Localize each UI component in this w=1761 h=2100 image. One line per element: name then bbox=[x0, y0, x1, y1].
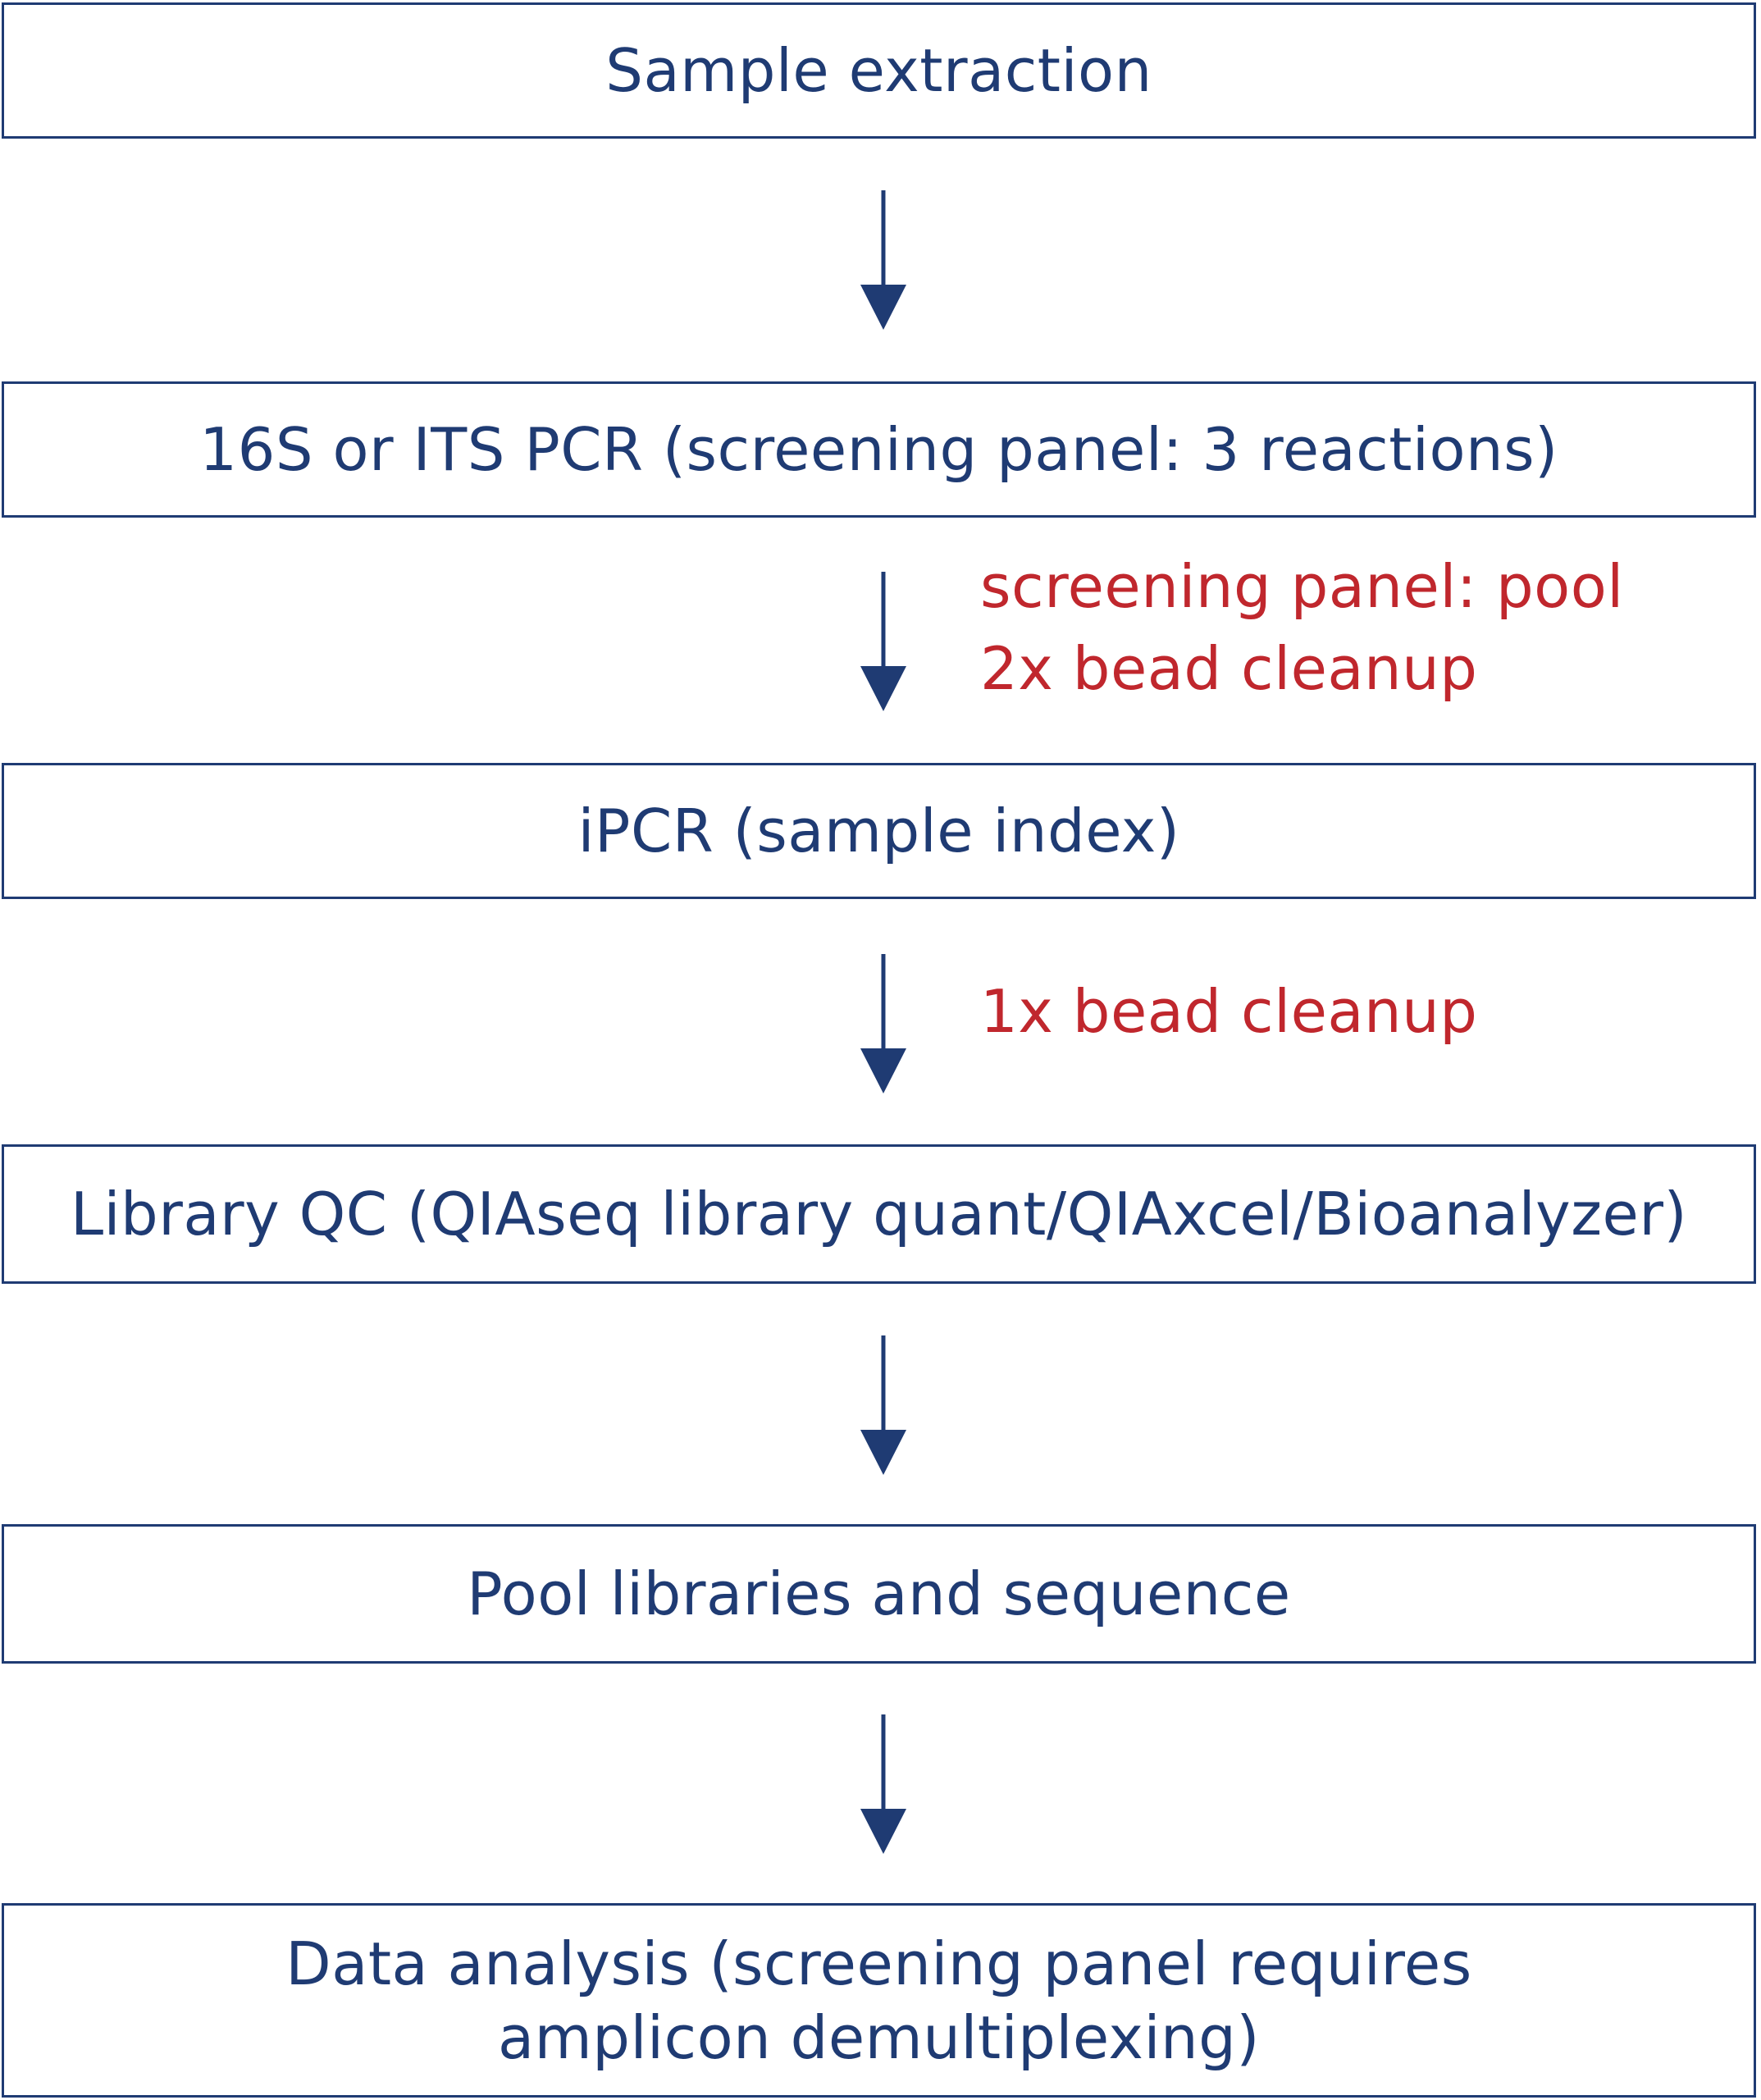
note-line: 1x bead cleanup bbox=[980, 977, 1478, 1046]
flow-arrow-5 bbox=[860, 1714, 906, 1854]
note-line: 2x bead cleanup bbox=[980, 634, 1478, 703]
step-16s-its-pcr: 16S or ITS PCR (screening panel: 3 react… bbox=[2, 381, 1756, 518]
flow-arrow-2 bbox=[860, 572, 906, 711]
note-pool-cleanup: screening panel: pool 2x bead cleanup bbox=[980, 546, 1624, 710]
step-label: iPCR (sample index) bbox=[577, 797, 1180, 865]
flow-arrow-1 bbox=[860, 190, 906, 330]
flow-arrow-3 bbox=[860, 954, 906, 1093]
note-line: screening panel: pool bbox=[980, 552, 1624, 621]
step-label: Sample extraction bbox=[605, 36, 1152, 105]
flow-arrow-4 bbox=[860, 1335, 906, 1475]
step-library-qc: Library QC (QIAseq library quant/QIAxcel… bbox=[2, 1144, 1756, 1284]
note-bead-cleanup: 1x bead cleanup bbox=[980, 970, 1478, 1052]
step-label: Library QC (QIAseq library quant/QIAxcel… bbox=[70, 1180, 1688, 1249]
step-pool-sequence: Pool libraries and sequence bbox=[2, 1524, 1756, 1664]
step-label: 16S or ITS PCR (screening panel: 3 react… bbox=[199, 415, 1558, 484]
step-sample-extraction: Sample extraction bbox=[2, 2, 1756, 139]
step-label: Pool libraries and sequence bbox=[467, 1559, 1291, 1628]
step-data-analysis: Data analysis (screening panel requires … bbox=[2, 1903, 1756, 2098]
step-ipcr: iPCR (sample index) bbox=[2, 763, 1756, 899]
step-label: Data analysis (screening panel requires … bbox=[285, 1929, 1472, 2072]
